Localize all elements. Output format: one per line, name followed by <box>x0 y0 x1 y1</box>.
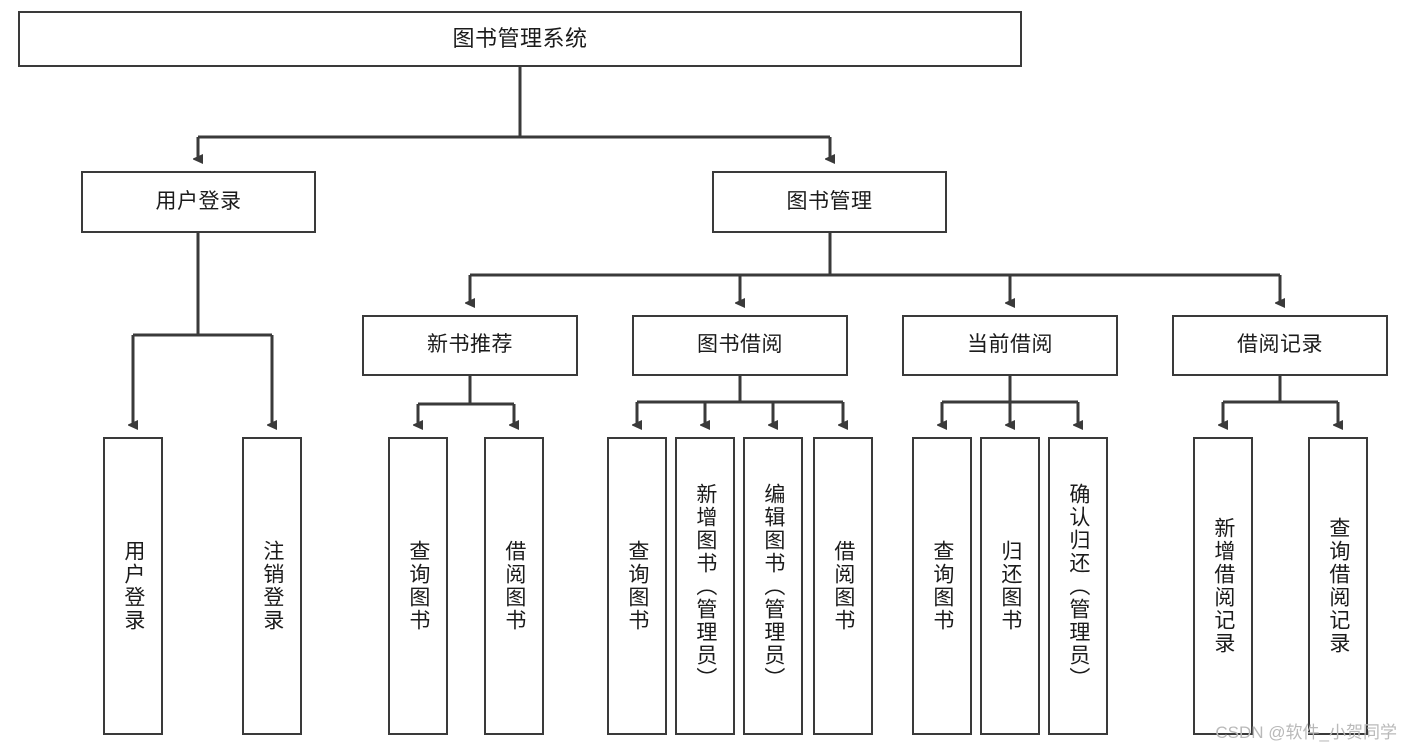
node-label: 图书管理系统 <box>452 26 588 52</box>
node-book-management[interactable]: 图书管理 <box>712 171 947 233</box>
node-label: 图书管理 <box>786 189 873 213</box>
node-leaf-return-book[interactable]: 归还图书 <box>980 437 1040 735</box>
node-leaf-query-borrow-record[interactable]: 查询借阅记录 <box>1308 437 1368 735</box>
node-leaf-query-book-recommend[interactable]: 查询图书 <box>388 437 448 735</box>
node-label: 借阅图书 <box>502 540 526 632</box>
node-label: 查询图书 <box>930 540 954 632</box>
node-label: 查询借阅记录 <box>1326 517 1350 655</box>
node-label: 查询图书 <box>406 540 430 632</box>
watermark: CSDN @软件_小贺同学 <box>1215 723 1397 742</box>
node-root-book-management-system[interactable]: 图书管理系统 <box>18 11 1022 67</box>
node-user-login[interactable]: 用户登录 <box>81 171 316 233</box>
node-label: 注销登录 <box>260 540 284 632</box>
node-label: 用户登录 <box>121 540 145 632</box>
node-leaf-add-borrow-record[interactable]: 新增借阅记录 <box>1193 437 1253 735</box>
node-leaf-user-login[interactable]: 用户登录 <box>103 437 163 735</box>
node-label: 用户登录 <box>155 189 242 213</box>
node-label: 新增借阅记录 <box>1211 517 1235 655</box>
node-label: 当前借阅 <box>967 333 1053 357</box>
node-leaf-logout-login[interactable]: 注销登录 <box>242 437 302 735</box>
node-leaf-confirm-return-admin[interactable]: 确认归还（管理员） <box>1048 437 1108 735</box>
node-label: 确认归还（管理员） <box>1066 482 1090 690</box>
node-label: 新书推荐 <box>427 333 513 357</box>
node-label: 借阅记录 <box>1237 333 1323 357</box>
node-label: 新增图书（管理员） <box>693 482 717 690</box>
node-leaf-query-book-borrow[interactable]: 查询图书 <box>607 437 667 735</box>
node-label: 借阅图书 <box>831 540 855 632</box>
node-label: 编辑图书（管理员） <box>761 482 785 690</box>
node-book-borrow[interactable]: 图书借阅 <box>632 315 848 376</box>
node-borrow-record[interactable]: 借阅记录 <box>1172 315 1388 376</box>
node-new-book-recommend[interactable]: 新书推荐 <box>362 315 578 376</box>
node-leaf-borrow-book-recommend[interactable]: 借阅图书 <box>484 437 544 735</box>
node-label: 归还图书 <box>998 540 1022 632</box>
node-leaf-add-book-admin[interactable]: 新增图书（管理员） <box>675 437 735 735</box>
node-current-borrow[interactable]: 当前借阅 <box>902 315 1118 376</box>
node-label: 图书借阅 <box>697 333 783 357</box>
node-leaf-query-book-current[interactable]: 查询图书 <box>912 437 972 735</box>
node-leaf-edit-book-admin[interactable]: 编辑图书（管理员） <box>743 437 803 735</box>
node-label: 查询图书 <box>625 540 649 632</box>
node-leaf-borrow-book[interactable]: 借阅图书 <box>813 437 873 735</box>
